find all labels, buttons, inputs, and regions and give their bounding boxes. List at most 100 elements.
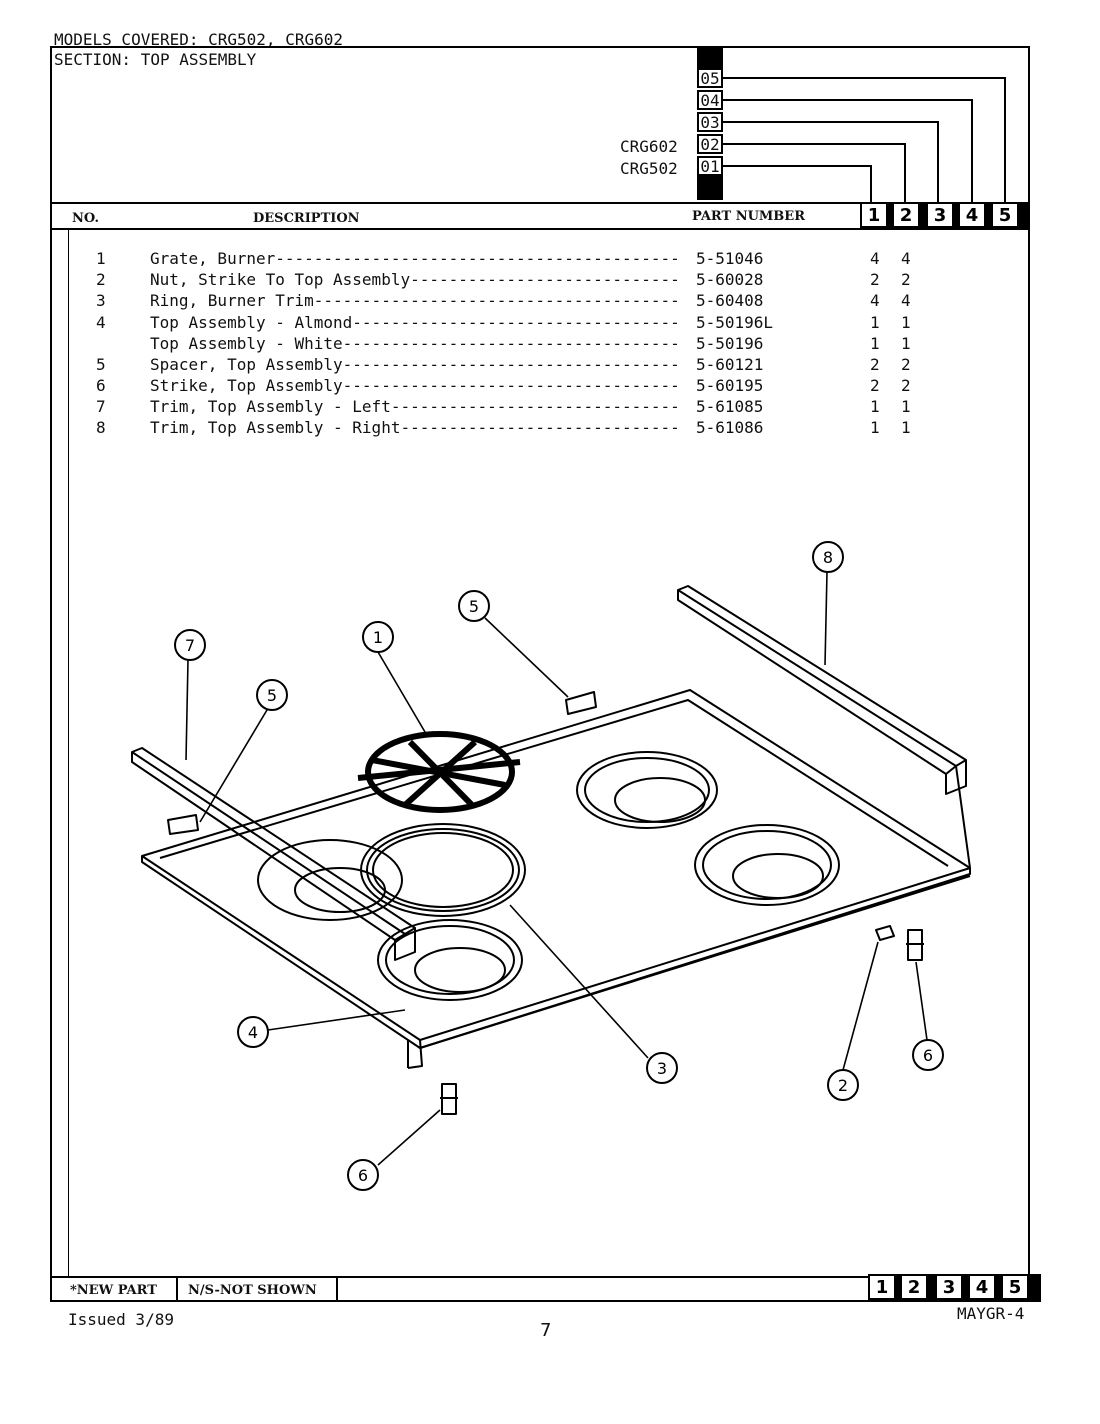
row-part: 5-61086: [696, 418, 764, 437]
row-no: 3: [96, 291, 106, 310]
footer-col-bar-4: [996, 1274, 1001, 1302]
callout-label-8: 8: [823, 548, 833, 567]
row-qty-2: 1: [901, 334, 911, 353]
callout-label-5a: 5: [267, 686, 277, 705]
row-qty-2: 2: [901, 270, 911, 289]
row-qty-1: 1: [870, 418, 880, 437]
col-num-4: 4: [958, 202, 986, 228]
col-num-1: 1: [860, 202, 888, 228]
model-name-crg502: CRG502: [620, 159, 678, 178]
footer-divider-1: [176, 1276, 178, 1302]
footer-col-num-5: 5: [1001, 1274, 1029, 1300]
row-qty-2: 2: [901, 376, 911, 395]
footer-rule: [50, 1276, 1030, 1278]
col-header-description: DESCRIPTION: [253, 211, 360, 226]
page-frame: [50, 46, 1030, 1302]
col-num-bar-1: [888, 202, 892, 228]
leader-lines: [185, 571, 928, 1166]
footer-col-bar-5: [1029, 1274, 1041, 1302]
row-qty-1: 2: [870, 376, 880, 395]
row-no: 7: [96, 397, 106, 416]
callout-6b: [347, 1159, 379, 1191]
callout-label-6b: 6: [358, 1166, 368, 1185]
model-code-02: 02: [697, 134, 723, 154]
model-code-01: 01: [697, 156, 723, 176]
row-qty-2: 1: [901, 418, 911, 437]
row-part: 5-50196: [696, 334, 764, 353]
callout-4: [237, 1016, 269, 1048]
row-desc: Nut, Strike To Top Assembly-------------…: [150, 270, 680, 289]
row-qty-2: 4: [901, 249, 911, 268]
callout-label-2: 2: [838, 1076, 848, 1095]
callout-7: [174, 629, 206, 661]
row-desc: Trim, Top Assembly - Right--------------…: [150, 418, 680, 437]
row-part: 5-60408: [696, 291, 764, 310]
model-connector-lines: [723, 77, 1006, 202]
spacers: [167, 691, 597, 835]
model-code-bar: [697, 46, 723, 68]
row-desc: Strike, Top Assembly--------------------…: [150, 376, 680, 395]
row-qty-1: 2: [870, 355, 880, 374]
col-num-3: 3: [926, 202, 954, 228]
callout-6a: [912, 1039, 944, 1071]
section-title: SECTION: TOP ASSEMBLY: [54, 50, 257, 69]
callout-label-4: 4: [248, 1023, 258, 1042]
footer-col-num-4: 4: [968, 1274, 996, 1300]
row-no: 5: [96, 355, 106, 374]
callout-2: [827, 1069, 859, 1101]
row-desc: Top Assembly - Almond-------------------…: [150, 313, 680, 332]
models-covered: MODELS COVERED: CRG502, CRG602: [54, 30, 343, 49]
row-part: 5-60028: [696, 270, 764, 289]
exploded-diagram: 7 5 1 5 8 4 3 2 6 6: [131, 541, 971, 1191]
row-qty-1: 4: [870, 291, 880, 310]
row-desc: Trim, Top Assembly - Left---------------…: [150, 397, 680, 416]
callout-label-7: 7: [185, 636, 195, 655]
footer-col-bar-3: [963, 1274, 968, 1302]
col-num-2: 2: [892, 202, 920, 228]
row-no: 6: [96, 376, 106, 395]
row-qty-2: 1: [901, 397, 911, 416]
row-part: 5-60121: [696, 355, 764, 374]
footer-col-num-3: 3: [935, 1274, 963, 1300]
row-qty-2: 1: [901, 313, 911, 332]
row-qty-1: 1: [870, 313, 880, 332]
cooktop-top-assembly: [141, 689, 971, 1069]
burner-openings: [257, 751, 840, 1001]
right-trim: [677, 585, 971, 869]
row-qty-1: 4: [870, 249, 880, 268]
callout-label-5b: 5: [469, 597, 479, 616]
row-no: 2: [96, 270, 106, 289]
left-trim: [131, 747, 416, 961]
model-code-03: 03: [697, 112, 723, 132]
footer-col-num-1: 1: [868, 1274, 896, 1300]
col-header-no: NO.: [72, 211, 99, 226]
row-qty-1: 1: [870, 397, 880, 416]
footer-divider-2: [336, 1276, 338, 1302]
issued-date: Issued 3/89: [68, 1310, 174, 1329]
table-header-top-rule: [50, 202, 1030, 204]
row-part: 5-50196L: [696, 313, 774, 332]
legend-not-shown: N/S-NOT SHOWN: [188, 1283, 317, 1298]
row-desc: Top Assembly - White--------------------…: [150, 334, 680, 353]
burner-grate: [357, 731, 521, 813]
row-no: 8: [96, 418, 106, 437]
callout-label-3: 3: [657, 1059, 667, 1078]
burner-trim-ring: [360, 823, 526, 917]
legend-new-part: *NEW PART: [70, 1283, 157, 1298]
row-desc: Spacer, Top Assembly--------------------…: [150, 355, 680, 374]
row-desc: Ring, Burner Trim-----------------------…: [150, 291, 680, 310]
col-num-bar-5: [1019, 202, 1030, 228]
model-name-crg602: CRG602: [620, 137, 678, 156]
row-qty-1: 2: [870, 270, 880, 289]
callout-3: [646, 1052, 678, 1084]
row-no: 4: [96, 313, 106, 332]
col-num-5: 5: [991, 202, 1019, 228]
row-part: 5-51046: [696, 249, 764, 268]
model-code-04: 04: [697, 90, 723, 110]
strike-nut: [875, 925, 895, 941]
page-number: 7: [540, 1320, 552, 1341]
row-qty-2: 4: [901, 291, 911, 310]
row-desc: Grate, Burner---------------------------…: [150, 249, 680, 268]
table-header-bottom-rule: [50, 228, 1030, 230]
callout-1: [362, 621, 394, 653]
